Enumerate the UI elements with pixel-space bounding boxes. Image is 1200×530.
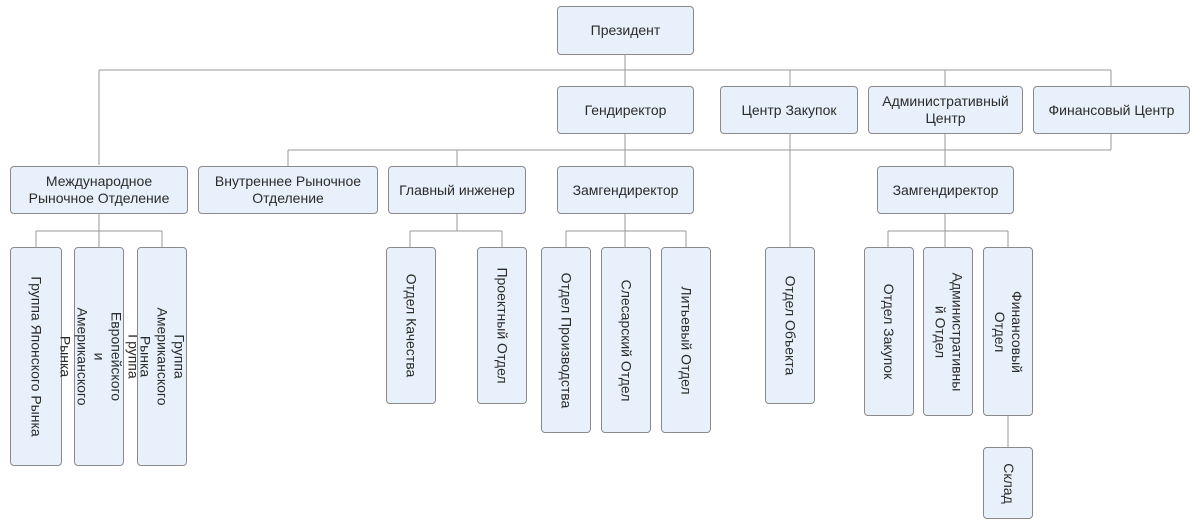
node-label: Слесарский Отдел — [618, 279, 635, 401]
node-gendirector[interactable]: Гендиректор — [557, 86, 694, 134]
node-label: Отдел Качества — [403, 273, 420, 378]
node-procurement-dept[interactable]: Отдел Закупок — [864, 247, 914, 416]
node-design-dept[interactable]: Проектный Отдел — [477, 247, 527, 404]
node-label: Отдел Производства — [558, 272, 575, 408]
node-domestic-market-dept[interactable]: Внутреннее Рыночное Отделение — [198, 166, 378, 214]
node-label: Литьевый Отдел — [678, 285, 695, 395]
node-warehouse[interactable]: Склад — [983, 447, 1033, 519]
node-label: Президент — [590, 22, 661, 38]
node-label: Административны й Отдел — [932, 272, 965, 391]
node-label: Финансовый Отдел — [992, 290, 1026, 373]
node-finance-dept[interactable]: Финансовый Отдел — [983, 247, 1033, 416]
node-deputy-gendirector-2[interactable]: Замгендиректор — [877, 166, 1014, 214]
node-deputy-gendirector-1[interactable]: Замгендиректор — [557, 166, 694, 214]
node-label: Международное Рыночное Отделение — [28, 173, 170, 206]
node-label: Замгендиректор — [892, 181, 999, 198]
node-label: Внутреннее Рыночное Отделение — [214, 173, 362, 206]
node-label: Группа Европейского и Американского Рынк… — [57, 307, 142, 406]
node-label: Финансовый Центр — [1048, 101, 1175, 118]
node-label: Гендиректор — [584, 101, 667, 118]
node-japan-market-group[interactable]: Группа Японского Рынка — [10, 247, 62, 466]
node-president[interactable]: Президент — [557, 6, 694, 55]
node-finance-center[interactable]: Финансовый Центр — [1033, 86, 1190, 134]
node-label: Проектный Отдел — [494, 267, 511, 384]
node-facility-dept[interactable]: Отдел Объекта — [765, 247, 815, 404]
node-international-market-dept[interactable]: Международное Рыночное Отделение — [10, 166, 188, 214]
node-label: Группа Японского Рынка — [28, 276, 45, 437]
node-locksmith-dept[interactable]: Слесарский Отдел — [601, 247, 651, 433]
node-label: Административный Центр — [882, 93, 1009, 126]
node-label: Склад — [1000, 462, 1017, 504]
node-label: Замгендиректор — [572, 181, 679, 198]
node-procurement-center[interactable]: Центр Закупок — [720, 86, 858, 134]
node-admin-dept[interactable]: Административны й Отдел — [923, 247, 973, 416]
node-label: Группа Американского Рынка — [137, 307, 188, 406]
node-label: Отдел Закупок — [881, 283, 898, 380]
node-american-market-group[interactable]: Группа Американского Рынка — [137, 247, 188, 466]
node-foundry-dept[interactable]: Литьевый Отдел — [661, 247, 711, 433]
node-chief-engineer[interactable]: Главный инженер — [388, 166, 526, 214]
node-label: Центр Закупок — [741, 101, 837, 118]
node-production-dept[interactable]: Отдел Производства — [541, 247, 591, 433]
node-euro-american-market-group[interactable]: Группа Европейского и Американского Рынк… — [58, 247, 142, 466]
node-label: Главный инженер — [399, 181, 515, 198]
node-label: Отдел Объекта — [782, 275, 799, 376]
node-quality-dept[interactable]: Отдел Качества — [386, 247, 436, 404]
node-admin-center[interactable]: Административный Центр — [868, 86, 1023, 134]
